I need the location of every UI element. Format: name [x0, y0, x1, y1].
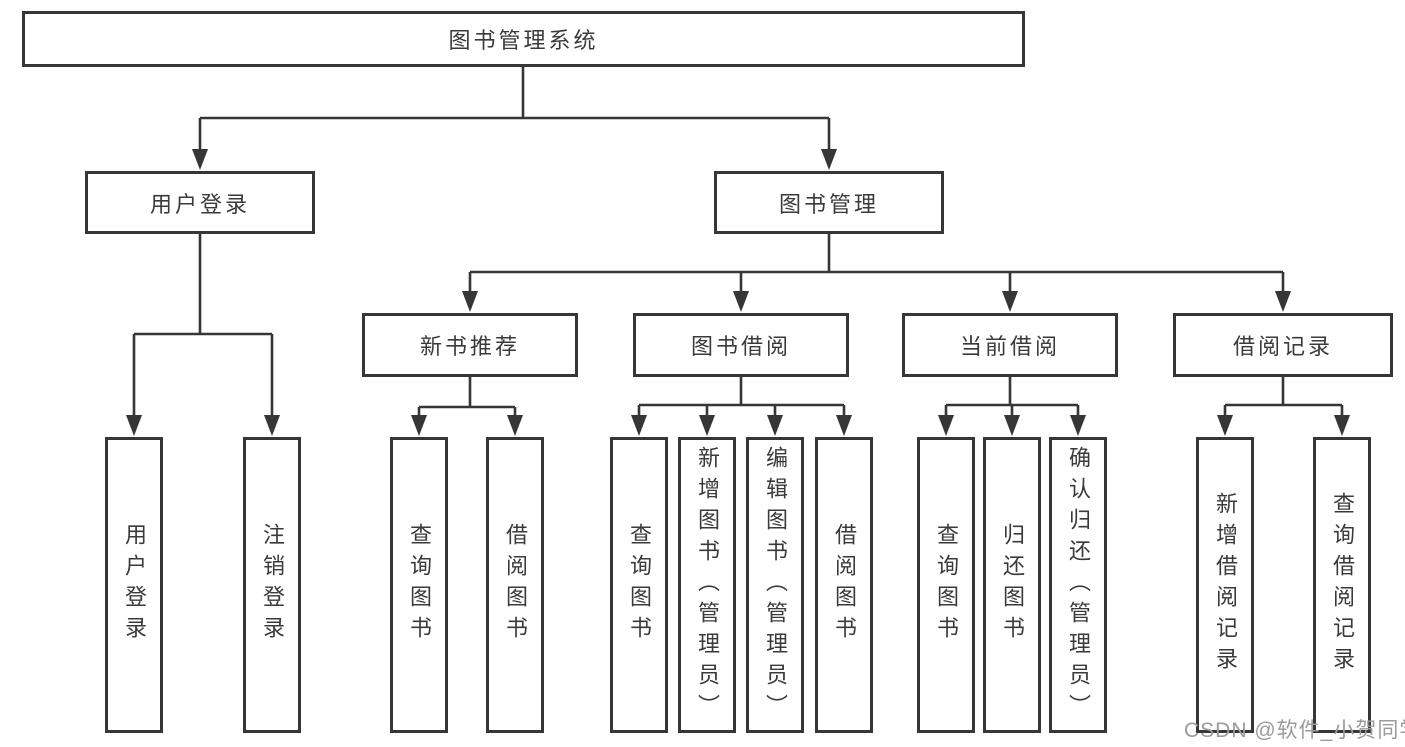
- leaf-label: 新增图书（管理员）: [695, 445, 720, 725]
- leaf-query-books-3: 查询图书: [917, 437, 975, 733]
- node-new-book-recommend: 新书推荐: [362, 313, 578, 377]
- leaf-add-book-admin: 新增图书（管理员）: [678, 437, 736, 733]
- arrow-down-icon: [507, 415, 523, 436]
- arrow-down-icon: [1275, 291, 1291, 312]
- arrow-down-icon: [264, 415, 280, 436]
- leaf-borrow-books-1: 借阅图书: [486, 437, 544, 733]
- leaf-label: 新增借阅记录: [1213, 492, 1238, 678]
- arrow-down-icon: [821, 149, 837, 170]
- leaf-label: 借阅图书: [503, 523, 528, 647]
- arrow-down-icon: [733, 291, 749, 312]
- leaf-label: 编辑图书（管理员）: [763, 445, 788, 725]
- leaf-query-books-2: 查询图书: [610, 437, 668, 733]
- leaf-label: 查询图书: [407, 523, 432, 647]
- leaf-label: 注销登录: [260, 523, 285, 647]
- arrow-down-icon: [836, 415, 852, 436]
- connector-currentborrow-to-leaves: [938, 377, 1086, 436]
- arrow-down-icon: [699, 415, 715, 436]
- node-borrowing-records: 借阅记录: [1173, 313, 1393, 377]
- leaf-logout: 注销登录: [243, 437, 301, 733]
- arrow-down-icon: [1002, 291, 1018, 312]
- node-book-borrowing: 图书借阅: [633, 313, 849, 377]
- arrow-down-icon: [1004, 415, 1020, 436]
- leaf-add-borrow-record: 新增借阅记录: [1196, 437, 1254, 733]
- connector-bookmgmt-to-level2: [462, 234, 1291, 312]
- csdn-watermark: CSDN @软件_小贺同学: [1184, 719, 1405, 742]
- arrow-down-icon: [1070, 415, 1086, 436]
- connector-borrowrecord-to-leaves: [1217, 377, 1350, 436]
- leaf-label: 确认归还（管理员）: [1066, 445, 1091, 725]
- leaf-confirm-return-admin: 确认归还（管理员）: [1049, 437, 1107, 733]
- leaf-user-login: 用户登录: [105, 437, 163, 733]
- leaf-label: 借阅图书: [832, 523, 857, 647]
- leaf-label: 归还图书: [1000, 523, 1025, 647]
- leaf-return-book: 归还图书: [983, 437, 1041, 733]
- connector-root-to-level1: [192, 67, 837, 170]
- leaf-label: 用户登录: [122, 523, 147, 647]
- node-book-management: 图书管理: [714, 171, 944, 234]
- connector-userlogin-to-leaves: [126, 234, 280, 436]
- leaf-edit-book-admin: 编辑图书（管理员）: [746, 437, 804, 733]
- leaf-query-borrow-record: 查询借阅记录: [1313, 437, 1371, 733]
- arrow-down-icon: [767, 415, 783, 436]
- node-user-login-group: 用户登录: [85, 171, 315, 234]
- arrow-down-icon: [192, 149, 208, 170]
- arrow-down-icon: [411, 415, 427, 436]
- node-root-system: 图书管理系统: [22, 11, 1025, 67]
- leaf-label: 查询借阅记录: [1330, 492, 1355, 678]
- leaf-label: 查询图书: [934, 523, 959, 647]
- arrow-down-icon: [938, 415, 954, 436]
- arrow-down-icon: [1334, 415, 1350, 436]
- arrow-down-icon: [126, 415, 142, 436]
- leaf-query-books-1: 查询图书: [390, 437, 448, 733]
- leaf-borrow-books-2: 借阅图书: [815, 437, 873, 733]
- leaf-label: 查询图书: [627, 523, 652, 647]
- arrow-down-icon: [631, 415, 647, 436]
- connector-newbook-to-leaves: [411, 377, 523, 436]
- arrow-down-icon: [462, 291, 478, 312]
- node-current-borrowing: 当前借阅: [902, 313, 1118, 377]
- connector-bookborrow-to-leaves: [631, 377, 852, 436]
- arrow-down-icon: [1217, 415, 1233, 436]
